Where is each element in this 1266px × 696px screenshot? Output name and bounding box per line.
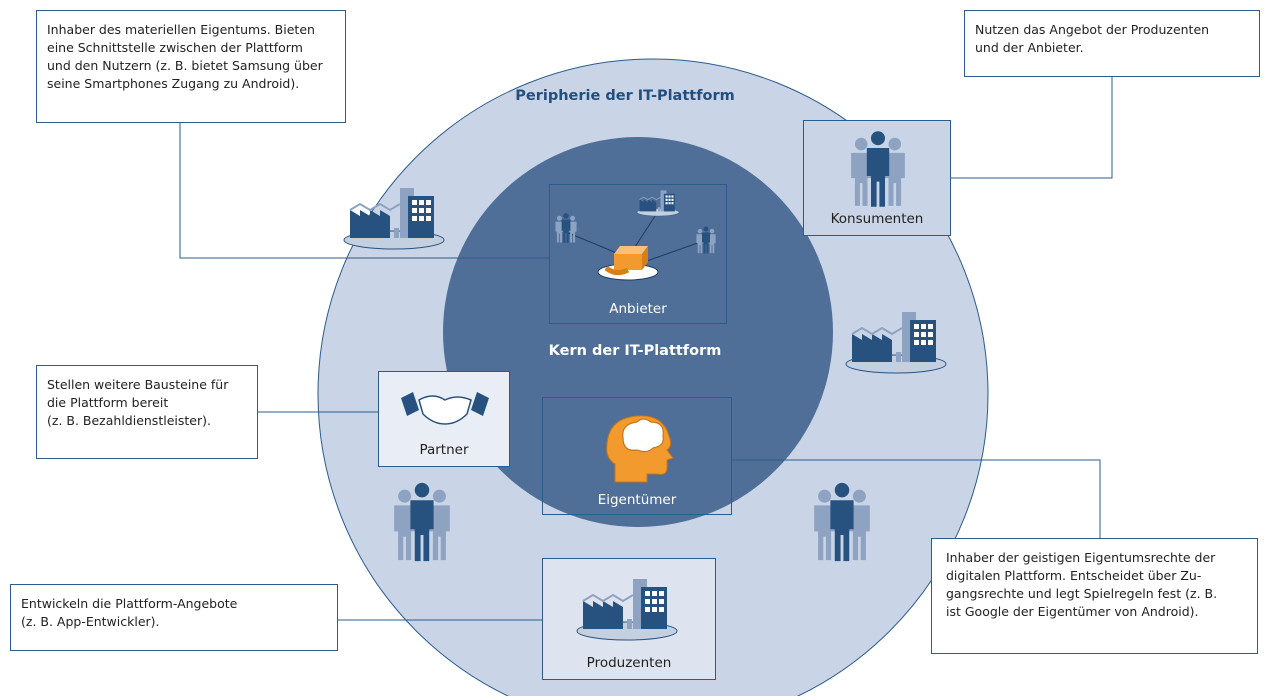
konsumenten-node[interactable]: Konsumenten [803, 120, 951, 236]
callout-line: Entwickeln die Plattform-Angebote [21, 596, 238, 611]
product-package-icon [597, 246, 659, 281]
callout-line: digitalen Plattform. Entscheidet über Zu… [946, 568, 1202, 583]
periphery-title: Peripherie der IT-Plattform [515, 88, 735, 104]
callout-line: Inhaber der geistigen Eigentumsrechte de… [946, 550, 1216, 565]
callout-line: die Plattform bereit [47, 395, 169, 410]
anbieter-connector [179, 122, 549, 259]
konsumenten-connector [951, 76, 1113, 179]
handshake-icon [401, 392, 489, 425]
eigentuemer-callout: Inhaber der geistigen Eigentumsrechte de… [931, 538, 1258, 654]
callout-line: Nutzen das Angebot der Produzenten [975, 22, 1210, 37]
callout-line: ist Google der Eigentümer von Android). [946, 604, 1199, 619]
produzenten-callout: Entwickeln die Plattform-Angebote (z. B.… [10, 584, 338, 651]
anbieter-node[interactable]: Anbieter [549, 184, 727, 324]
head-brain-icon [606, 415, 674, 483]
callout-line: seine Smartphones Zugang zu Android). [47, 76, 300, 91]
partner-node[interactable]: Partner [378, 371, 510, 467]
callout-line: Inhaber des materiellen Eigentums. Biete… [47, 22, 315, 37]
callout-line: (z. B. App-Entwickler). [21, 614, 160, 629]
callout-line: gangsrechte und legt Spielregeln fest (z… [946, 586, 1218, 601]
eigentuemer-connector [732, 459, 1101, 538]
konsumenten-callout: Nutzen das Angebot der Produzenten und d… [964, 10, 1260, 77]
partner-label: Partner [419, 442, 469, 458]
anbieter-network [555, 189, 715, 281]
callout-line: (z. B. Bezahldienstleister). [47, 413, 211, 428]
konsumenten-label: Konsumenten [830, 211, 924, 227]
core-title: Kern der IT-Plattform [548, 343, 722, 359]
eigentuemer-node[interactable]: Eigentümer [542, 397, 732, 515]
eigentuemer-label: Eigentümer [597, 492, 677, 508]
callout-line: Stellen weitere Bausteine für [47, 377, 229, 392]
callout-line: und der Anbieter. [975, 40, 1084, 55]
callout-line: und den Nutzern (z. B. bietet Samsung üb… [47, 58, 323, 73]
produzenten-node[interactable]: Produzenten [542, 558, 716, 680]
core-circle [443, 137, 833, 527]
anbieter-callout: Inhaber des materiellen Eigentums. Biete… [36, 10, 346, 123]
partner-callout: Stellen weitere Bausteine für die Plattf… [36, 365, 258, 459]
anbieter-label: Anbieter [609, 301, 667, 317]
callout-line: eine Schnittstelle zwischen der Plattfor… [47, 40, 303, 55]
produzenten-label: Produzenten [586, 655, 672, 671]
